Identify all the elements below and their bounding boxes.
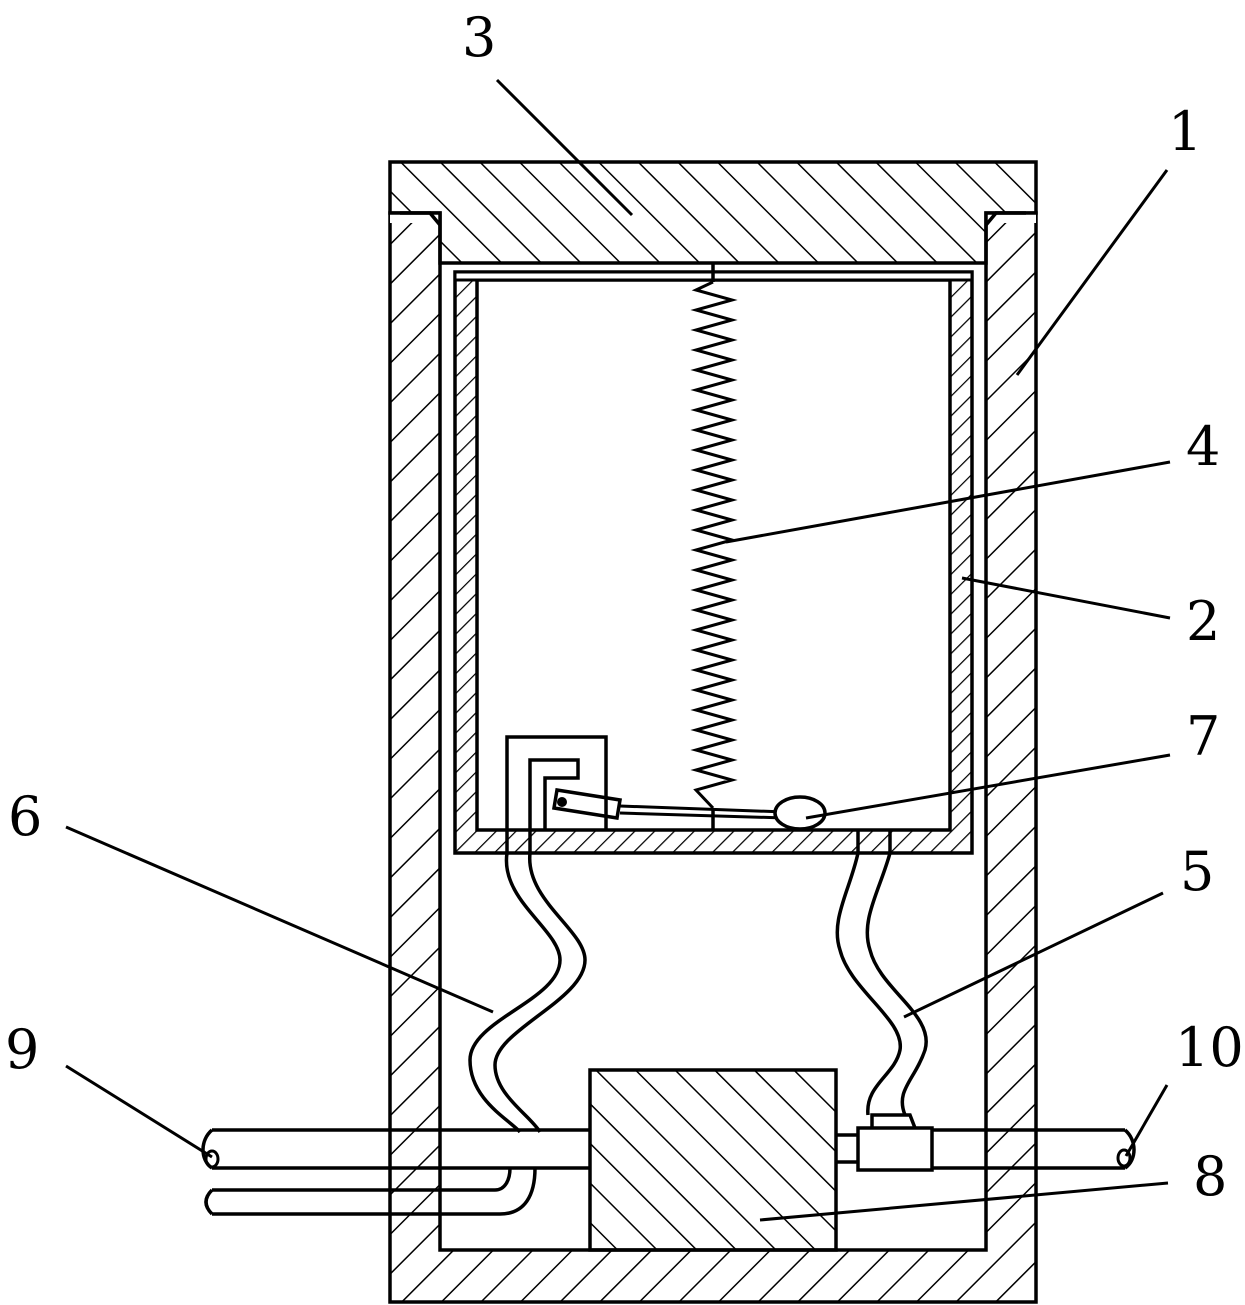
outlet-pipe [836, 1113, 1136, 1172]
outlet-hose [835, 830, 928, 1116]
label-outlet-pipe: 10 [1175, 1016, 1244, 1079]
label-housing: 1 [1168, 100, 1202, 163]
lid [388, 160, 1038, 265]
label-inner-container: 2 [1186, 590, 1220, 653]
spring [690, 263, 738, 830]
valve-mechanism [505, 735, 786, 853]
labels: 3 1 4 2 7 6 5 9 10 8 [5, 6, 1244, 1208]
label-outlet-hose: 5 [1180, 840, 1214, 903]
label-inlet-hose: 6 [8, 785, 42, 848]
label-inlet-pipe: 9 [5, 1018, 39, 1081]
label-pump-block: 8 [1193, 1145, 1227, 1208]
label-spring: 4 [1186, 415, 1220, 478]
leader-lines [65, 78, 1171, 1222]
pump-block [588, 1068, 838, 1252]
inlet-pipe [201, 1128, 590, 1216]
label-float-valve: 7 [1186, 705, 1220, 768]
float-ball [773, 795, 827, 831]
inlet-hose [468, 852, 587, 1134]
label-lid: 3 [462, 6, 496, 69]
